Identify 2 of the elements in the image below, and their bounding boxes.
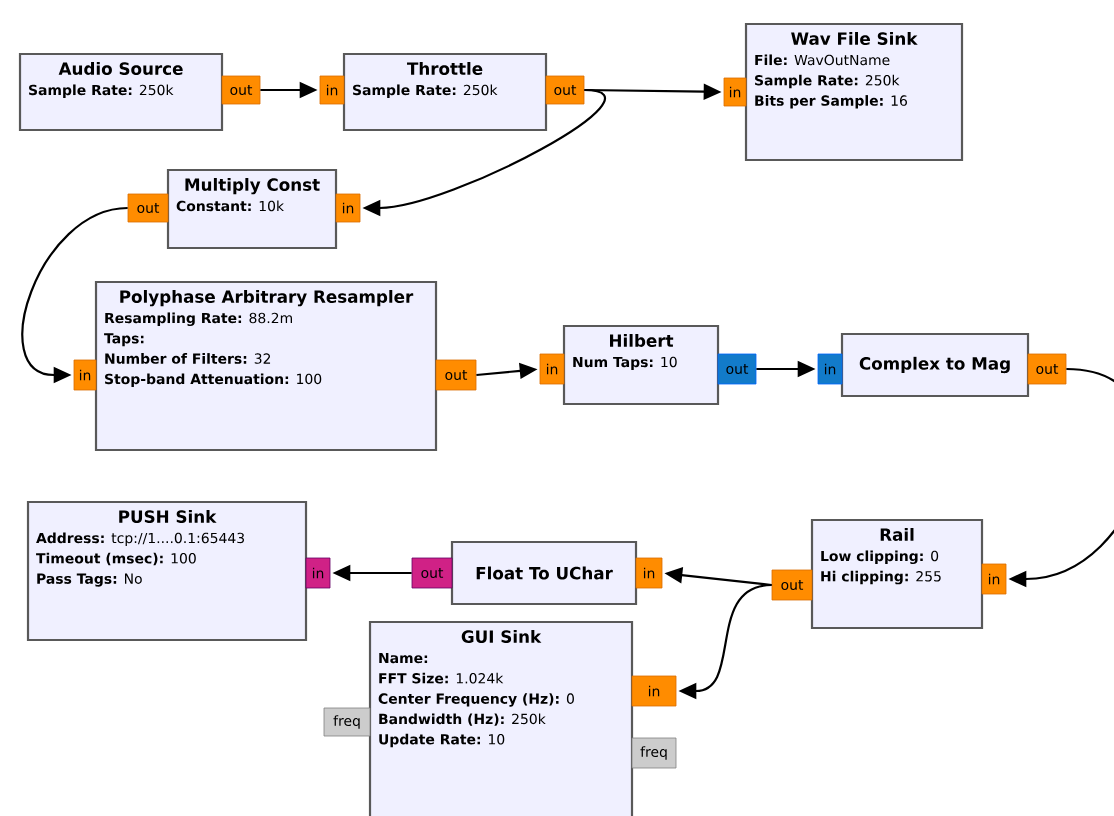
block-box: Complex to Mag xyxy=(840,332,1030,398)
block-box: Float To UChar xyxy=(450,540,638,606)
